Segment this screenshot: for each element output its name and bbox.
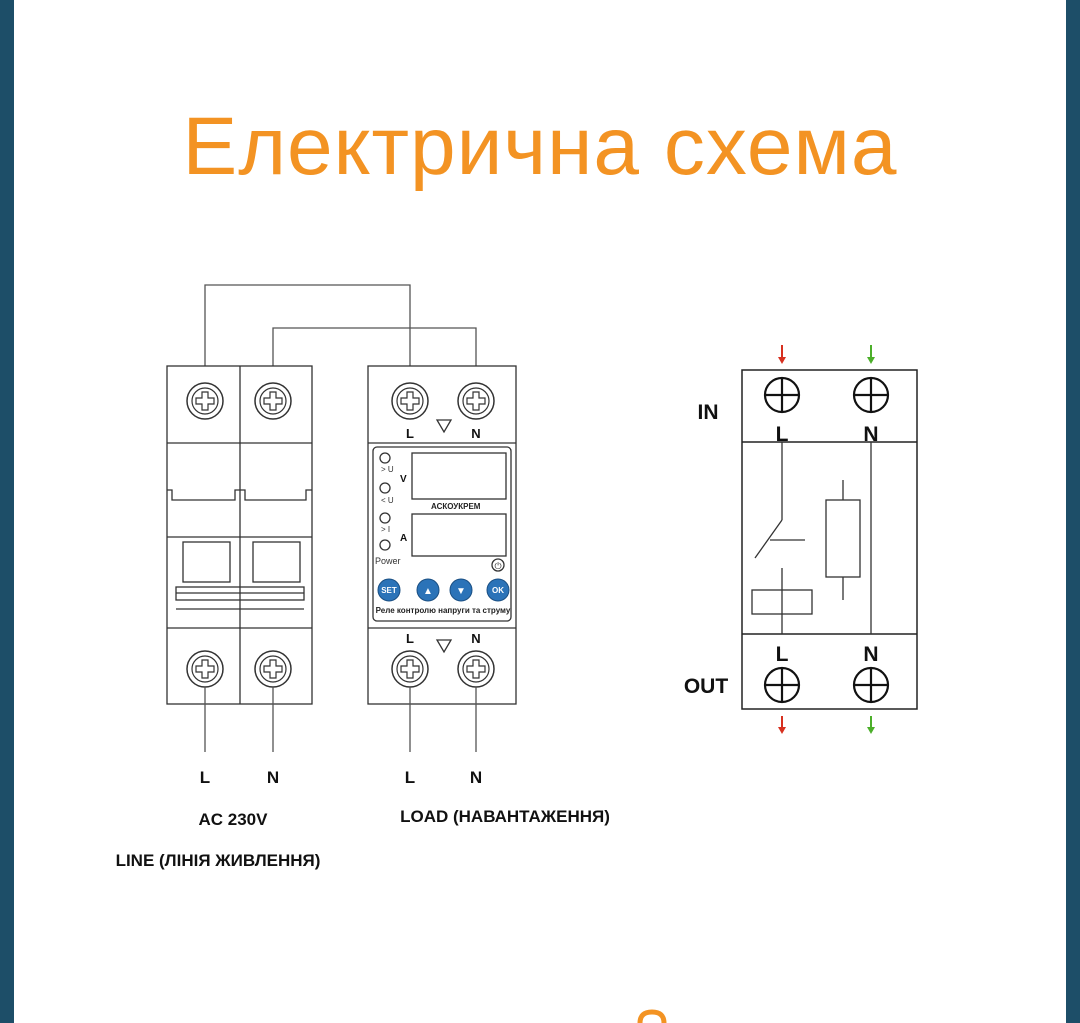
breaker-bottom-l-label: L [200,768,210,787]
relay-screw-bottom-n [457,650,495,688]
breaker-bottom-n-label: N [267,768,279,787]
schematic-bottom-l-label: L [776,643,789,666]
schematic-terminal-out-l [763,666,801,704]
indicator-over-current: > I [381,525,390,534]
ok-button[interactable] [486,578,510,602]
indicator-over-voltage: > U [381,465,394,474]
load-n-label: N [470,768,482,787]
schematic-top-n-label: N [863,423,878,446]
page-title: Електрична схема [182,101,898,192]
schematic-circuit [751,442,872,634]
relay-bottom-n-label: N [471,631,480,646]
brand-logo: АСКОУКРЕМ [431,502,481,511]
breaker-screw-bottom-n [254,650,292,688]
schematic-arrows [778,345,875,734]
down-button[interactable] [449,578,473,602]
breaker-screw-top-l [186,382,224,420]
unit-v: V [400,474,407,485]
ok-button-label: OK [492,586,504,595]
relay-module [367,365,517,705]
circuit-breaker [166,365,313,705]
relay-buttons [377,578,510,602]
up-button[interactable] [416,578,440,602]
indicator-under-voltage: < U [381,496,394,505]
unit-a: A [400,533,407,544]
top-wires [204,284,477,378]
relay-screw-top-n [457,382,495,420]
set-button-label: SET [381,586,397,595]
relay-caption: Реле контролю напруги та струму [376,606,511,615]
schematic-in-label: IN [698,401,719,424]
footer-logo-fragment [637,1009,667,1023]
schematic-out-label: OUT [684,675,729,698]
load-label: LOAD (НАВАНТАЖЕННЯ) [400,807,610,826]
relay-top-l-label: L [406,426,414,441]
up-button-label: ▲ [423,586,433,597]
load-l-label: L [405,768,415,787]
schematic-terminal-in-l [763,376,801,414]
set-button[interactable] [377,578,401,602]
breaker-screw-bottom-l [186,650,224,688]
relay-top-n-label: N [471,426,480,441]
down-button-label: ▼ [456,586,466,597]
schematic-terminal-out-n [852,666,890,704]
relay-screw-bottom-l [391,650,429,688]
schematic-top-l-label: L [776,423,789,446]
relay-screw-top-l [391,382,429,420]
power-icon: ⏻ [494,561,501,571]
indicator-power: Power [375,556,401,566]
bottom-wires [204,687,477,752]
line-label: LINE (ЛІНІЯ ЖИВЛЕННЯ) [116,851,321,870]
ac-voltage-label: AC 230V [199,810,269,829]
breaker-screw-top-n [254,382,292,420]
schematic-terminal-in-n [852,376,890,414]
schematic-bottom-n-label: N [863,643,878,666]
relay-bottom-l-label: L [406,631,414,646]
